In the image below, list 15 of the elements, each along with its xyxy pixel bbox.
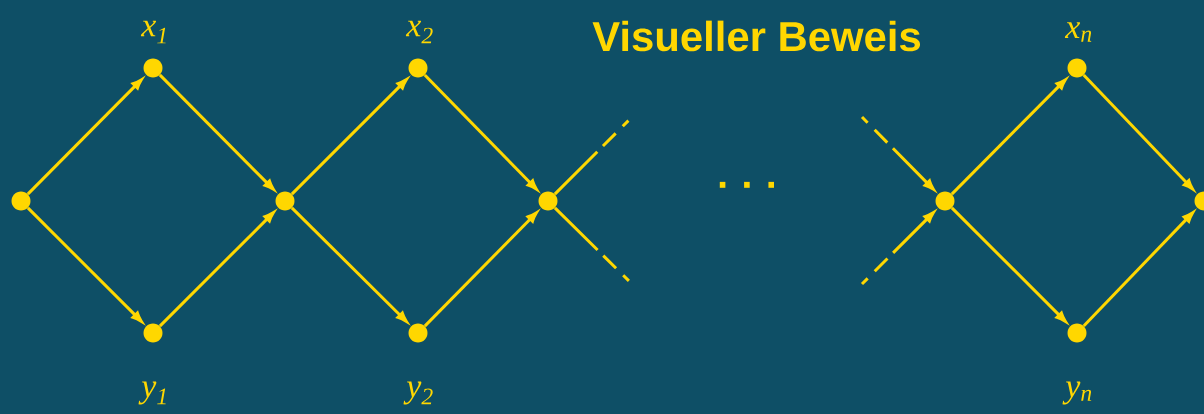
arrow <box>423 73 538 191</box>
node-label: y$_{1}$ <box>138 381 166 405</box>
node-label: y$_{n}$ <box>1062 381 1092 405</box>
node-label: x$_{n}$ <box>1064 22 1092 42</box>
dot <box>11 191 31 211</box>
ellipsis: · · · <box>719 181 775 188</box>
node-label: x$_{2}$ <box>405 20 433 44</box>
dot <box>538 191 558 211</box>
node-label: y$_{2}$ <box>403 381 433 405</box>
arrow <box>1082 211 1194 328</box>
dot <box>935 191 955 211</box>
node-label: x$_{1}$ <box>140 20 166 44</box>
arrow <box>1082 74 1194 191</box>
title: Visueller Beweis <box>592 20 920 52</box>
dot <box>275 191 295 211</box>
